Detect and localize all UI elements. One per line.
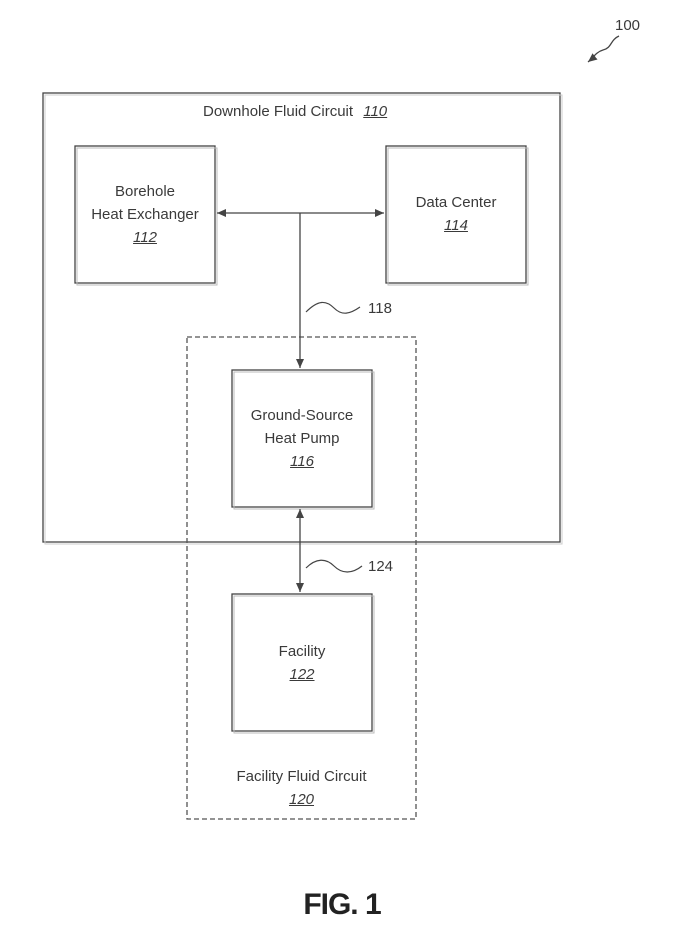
facility-circuit-text: Facility Fluid Circuit 120 <box>187 765 416 811</box>
borehole-line2: Heat Exchanger <box>75 203 215 226</box>
downhole-circuit-title: Downhole Fluid Circuit 110 <box>203 100 387 123</box>
heat-pump-line1: Ground-Source <box>232 404 372 427</box>
facility-circuit-label: Facility Fluid Circuit <box>187 765 416 788</box>
figure-caption: FIG. 1 <box>0 888 684 922</box>
heat-pump-text: Ground-Source Heat Pump 116 <box>232 404 372 473</box>
heat-pump-line2: Heat Pump <box>232 427 372 450</box>
data-center-line1: Data Center <box>386 191 526 214</box>
heat-pump-ref: 116 <box>232 450 372 473</box>
data-center-text: Data Center 114 <box>386 191 526 237</box>
downhole-circuit-label: Downhole Fluid Circuit <box>203 103 353 120</box>
borehole-text: Borehole Heat Exchanger 112 <box>75 180 215 249</box>
link-118-ref: 118 <box>368 297 392 320</box>
facility-circuit-ref: 120 <box>187 788 416 811</box>
ref-118-squiggle-icon <box>306 302 360 313</box>
data-center-ref: 114 <box>386 214 526 237</box>
ref-100-squiggle-icon <box>588 36 619 62</box>
facility-ref: 122 <box>232 663 372 686</box>
borehole-line1: Borehole <box>75 180 215 203</box>
ref-124-squiggle-icon <box>306 560 362 572</box>
figure-ref-number: 100 <box>615 14 640 37</box>
link-124-ref: 124 <box>368 555 393 578</box>
downhole-circuit-ref: 110 <box>363 103 387 120</box>
facility-line1: Facility <box>232 640 372 663</box>
facility-text: Facility 122 <box>232 640 372 686</box>
borehole-ref: 112 <box>75 226 215 249</box>
